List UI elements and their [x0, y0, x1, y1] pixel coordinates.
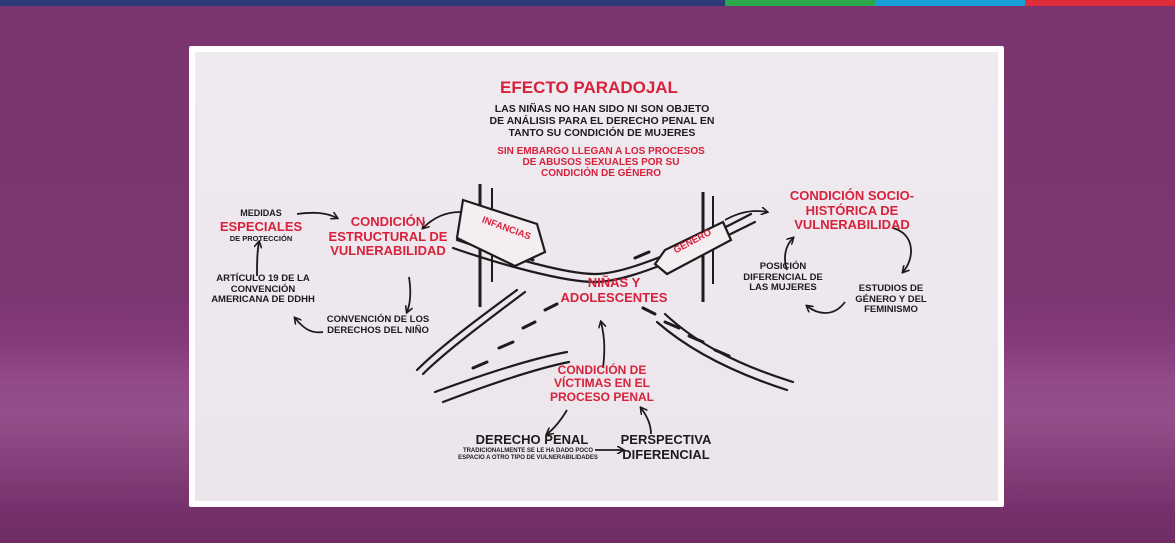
sign-genero-drawing [653, 192, 733, 302]
road-edge-left [421, 290, 527, 376]
top-bar-segment-green [725, 0, 875, 6]
crossroads-drawing [195, 184, 912, 501]
medidas-mid-label: ESPECIALES [219, 219, 303, 234]
diagram-title: EFECTO PARADOJAL [500, 78, 678, 97]
center-label: NIÑAS Y ADOLESCENTES [560, 275, 668, 305]
road-edge-right-2 [655, 320, 789, 392]
road-edge-bottom-left [433, 350, 569, 394]
right-main-label: CONDICIÓN SOCIO-HISTÓRICA DE VULNERABILI… [789, 188, 915, 233]
articulo-label: ARTÍCULO 19 DE LA CONVENCIÓN AMERICANA D… [211, 273, 315, 306]
intro-text: LAS NIÑAS NO HAN SIDO NI SON OBJETO DE A… [489, 103, 715, 139]
top-bar-segment-red [1025, 0, 1175, 6]
posicion-label: POSICIÓN DIFERENCIAL DE LAS MUJERES [743, 261, 823, 294]
bottom-main-label: CONDICIÓN DE VÍCTIMAS EN EL PROCESO PENA… [549, 363, 654, 404]
top-bar-segment-blue [0, 0, 725, 6]
intro-red-text: SIN EMBARGO LLEGAN A LOS PROCESOS DE ABU… [497, 146, 705, 180]
road-edge-right [663, 312, 795, 384]
road-edge-left-inner [415, 288, 519, 372]
perspectiva-label: PERSPECTIVA DIFERENCIAL [620, 432, 712, 462]
slide-frame: EFECTO PARADOJAL LAS NIÑAS NO HAN SIDO N… [189, 46, 1004, 507]
derecho-penal-label: DERECHO PENAL [475, 432, 589, 447]
medidas-top-label: MEDIDAS [240, 208, 282, 218]
road-edge-bottom-left-2 [441, 360, 571, 404]
lane-markings [471, 250, 731, 370]
derecho-penal-note: TRADICIONALMENTE SE LE HA DADO POCO ESPA… [458, 448, 598, 461]
top-bar-segment-cyan [875, 0, 1025, 6]
top-color-bar [0, 0, 1175, 6]
convencion-label: CONVENCIÓN DE LOS DERECHOS DEL NIÑO [326, 314, 430, 336]
flow-arrows [257, 211, 912, 450]
sign-infancias-drawing [455, 184, 547, 307]
left-main-label: CONDICIÓN ESTRUCTURAL DE VULNERABILIDAD [328, 214, 448, 259]
estudios-label: ESTUDIOS DE GÉNERO Y DEL FEMINISMO [855, 283, 927, 316]
medidas-bottom-label: DE PROTECCIÓN [229, 234, 293, 243]
whiteboard: EFECTO PARADOJAL LAS NIÑAS NO HAN SIDO N… [195, 52, 998, 501]
